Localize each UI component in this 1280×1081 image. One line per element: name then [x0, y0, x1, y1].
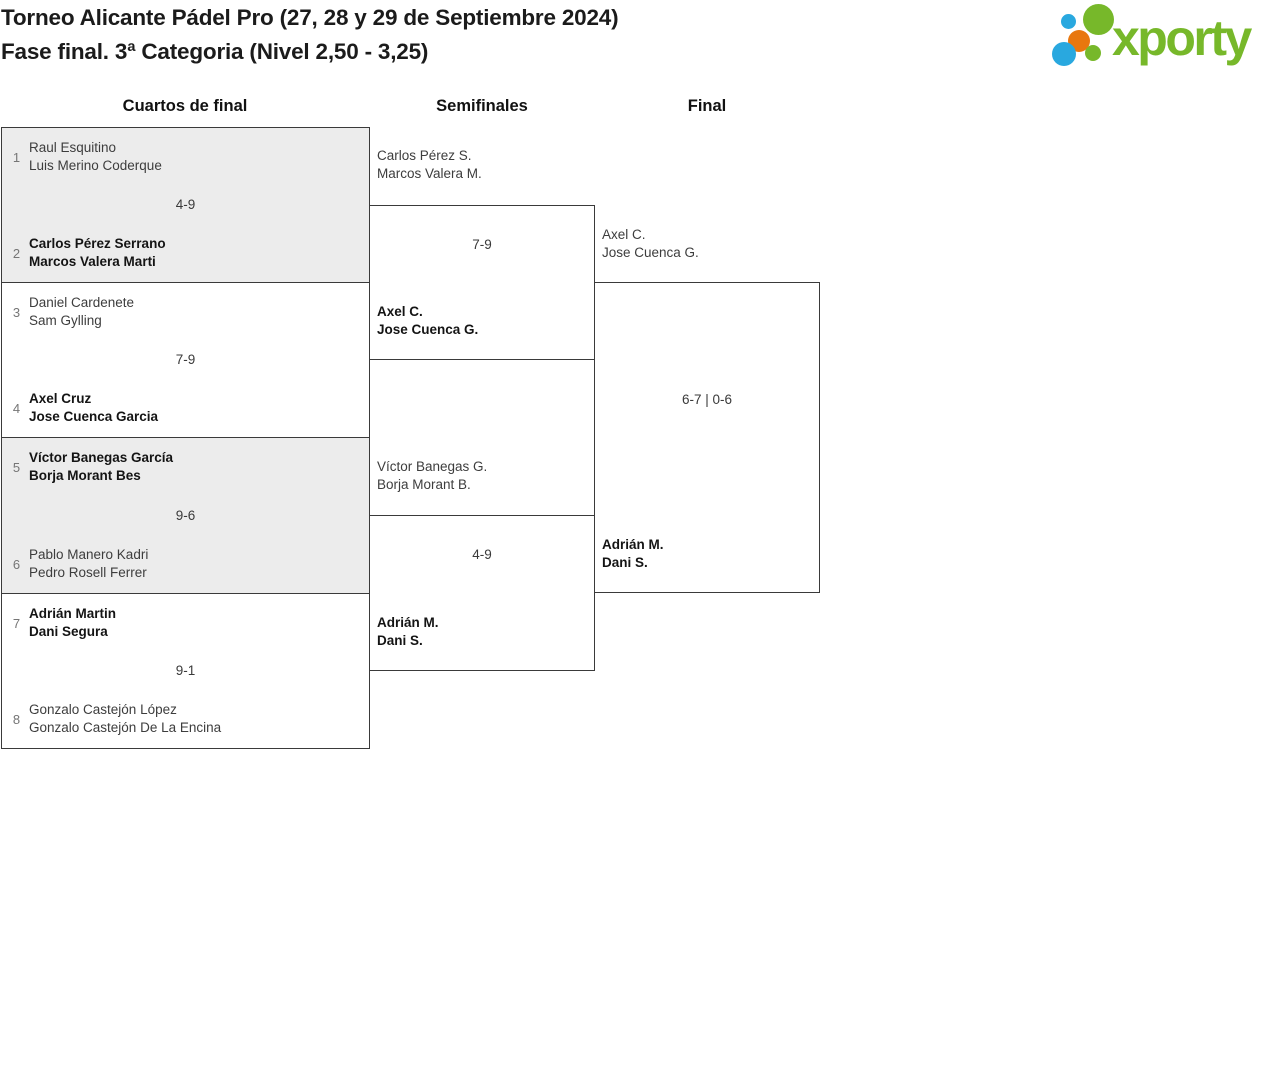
- seed-number: 3: [12, 304, 21, 320]
- match-quarterfinal-3: 5 Víctor Banegas García Borja Morant Bes…: [1, 437, 370, 594]
- team-names: Daniel Cardenete Sam Gylling: [29, 294, 134, 330]
- match-score: 4-9: [472, 547, 492, 562]
- logo-dot-icon: [1085, 45, 1101, 61]
- final-top-team: Axel C. Jose Cuenca G.: [602, 226, 699, 262]
- player-name: Marcos Valera M.: [377, 166, 482, 181]
- player-name: Adrián M.: [602, 537, 664, 552]
- round-header-quarterfinals: Cuartos de final: [122, 97, 248, 115]
- match-score: 7-9: [472, 237, 492, 252]
- player-name: Marcos Valera Marti: [29, 254, 156, 269]
- player-name: Borja Morant B.: [377, 477, 471, 492]
- player-name: Gonzalo Castejón De La Encina: [29, 720, 222, 735]
- player-name: Axel C.: [602, 227, 646, 242]
- player-name: Adrián Martin: [29, 606, 117, 621]
- player-name: Sam Gylling: [29, 313, 102, 328]
- logo-wordmark: xporty: [1112, 10, 1252, 66]
- player-name: Adrián M.: [377, 615, 439, 630]
- seed-number: 5: [12, 459, 21, 475]
- page-title: Torneo Alicante Pádel Pro (27, 28 y 29 d…: [1, 5, 619, 30]
- player-name: Pablo Manero Kadri: [29, 547, 149, 562]
- match-semifinal-2: 4-9 Adrián M. Dani S.: [369, 515, 595, 671]
- player-name: Daniel Cardenete: [29, 295, 135, 310]
- logo-dot-icon: [1083, 4, 1114, 35]
- player-name: Pedro Rosell Ferrer: [29, 565, 147, 580]
- team-names: Axel Cruz Jose Cuenca Garcia: [29, 390, 158, 426]
- team-names: Gonzalo Castejón López Gonzalo Castejón …: [29, 701, 221, 737]
- match-quarterfinal-2: 3 Daniel Cardenete Sam Gylling 7-9 4 Axe…: [1, 282, 370, 438]
- semifinal-1-winner-team: Axel C. Jose Cuenca G.: [377, 303, 478, 339]
- team-row: 6 Pablo Manero Kadri Pedro Rosell Ferrer: [11, 546, 148, 582]
- match-score: 9-6: [175, 507, 196, 523]
- player-name: Dani Segura: [29, 624, 108, 639]
- match-semifinal-1: 7-9 Axel C. Jose Cuenca G.: [369, 205, 595, 360]
- seed-number: 1: [12, 149, 21, 165]
- semifinal-2-winner-team: Adrián M. Dani S.: [377, 614, 439, 650]
- match-final: 6-7 | 0-6 Adrián M. Dani S.: [594, 282, 820, 593]
- logo-dot-icon: [1052, 42, 1076, 66]
- player-name: Axel Cruz: [29, 391, 92, 406]
- team-row: 3 Daniel Cardenete Sam Gylling: [11, 294, 134, 330]
- team-row-winner: 4 Axel Cruz Jose Cuenca Garcia: [11, 390, 158, 426]
- team-row-winner: 5 Víctor Banegas García Borja Morant Bes: [11, 449, 173, 485]
- seed-number: 4: [12, 400, 21, 416]
- xporty-logo[interactable]: xporty: [1050, 0, 1278, 72]
- player-name: Carlos Pérez S.: [377, 148, 472, 163]
- logo-dot-icon: [1061, 14, 1076, 29]
- page-title-block: Torneo Alicante Pádel Pro (27, 28 y 29 d…: [1, 1, 619, 68]
- player-name: Víctor Banegas G.: [377, 459, 488, 474]
- team-names: Carlos Pérez Serrano Marcos Valera Marti: [29, 235, 166, 271]
- team-names: Víctor Banegas García Borja Morant Bes: [29, 449, 173, 485]
- seed-number: 2: [12, 245, 21, 261]
- player-name: Raul Esquitino: [29, 140, 117, 155]
- team-row-winner: 7 Adrián Martin Dani Segura: [11, 605, 116, 641]
- round-header-semifinals: Semifinales: [436, 97, 528, 115]
- team-row: 1 Raul Esquitino Luis Merino Coderque: [11, 139, 162, 175]
- player-name: Axel C.: [377, 304, 423, 319]
- player-name: Gonzalo Castejón López: [29, 702, 177, 717]
- team-names: Adrián Martin Dani Segura: [29, 605, 116, 641]
- page-subtitle: Fase final. 3ª Categoria (Nivel 2,50 - 3…: [1, 38, 429, 64]
- player-name: Carlos Pérez Serrano: [29, 236, 166, 251]
- match-quarterfinal-1: 1 Raul Esquitino Luis Merino Coderque 4-…: [1, 127, 370, 283]
- match-score: 4-9: [175, 197, 196, 212]
- seed-number: 7: [12, 615, 21, 631]
- player-name: Jose Cuenca G.: [602, 245, 699, 260]
- match-score: 6-7 | 0-6: [681, 392, 733, 407]
- match-score: 7-9: [175, 352, 196, 367]
- match-quarterfinal-4: 7 Adrián Martin Dani Segura 9-1 8 Gonzal…: [1, 593, 370, 749]
- seed-number: 8: [12, 711, 21, 727]
- player-name: Dani S.: [377, 633, 423, 648]
- seed-number: 6: [12, 556, 21, 572]
- team-names: Raul Esquitino Luis Merino Coderque: [29, 139, 162, 175]
- semifinal-2-top-team: Víctor Banegas G. Borja Morant B.: [377, 458, 487, 494]
- final-winner-team: Adrián M. Dani S.: [602, 536, 664, 572]
- team-row-winner: 2 Carlos Pérez Serrano Marcos Valera Mar…: [11, 235, 166, 271]
- player-name: Jose Cuenca Garcia: [29, 409, 159, 424]
- player-name: Víctor Banegas García: [29, 450, 174, 465]
- team-names: Pablo Manero Kadri Pedro Rosell Ferrer: [29, 546, 148, 582]
- round-header-final: Final: [687, 97, 727, 115]
- match-score: 9-1: [175, 663, 196, 678]
- semifinal-1-top-team: Carlos Pérez S. Marcos Valera M.: [377, 147, 482, 183]
- team-row: 8 Gonzalo Castejón López Gonzalo Castejó…: [11, 701, 221, 737]
- player-name: Borja Morant Bes: [29, 468, 141, 483]
- player-name: Luis Merino Coderque: [29, 158, 162, 173]
- player-name: Jose Cuenca G.: [377, 322, 479, 337]
- player-name: Dani S.: [602, 555, 648, 570]
